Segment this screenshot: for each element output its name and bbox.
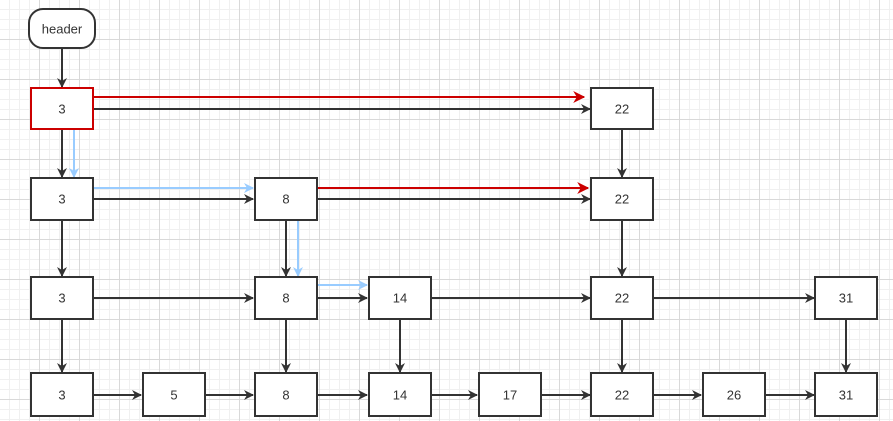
header-node[interactable]: header (28, 8, 96, 49)
node-label: 14 (393, 291, 407, 306)
node-l2-14[interactable]: 14 (368, 276, 432, 320)
node-l1-14[interactable]: 14 (368, 372, 432, 417)
node-l2-8[interactable]: 8 (254, 276, 318, 320)
node-label: 8 (282, 291, 289, 306)
node-label: 22 (615, 388, 629, 403)
node-label: 22 (615, 291, 629, 306)
node-label: 14 (393, 388, 407, 403)
node-label: 22 (615, 192, 629, 207)
node-label: 3 (58, 192, 65, 207)
node-label: 8 (282, 388, 289, 403)
node-l2-3[interactable]: 3 (30, 276, 94, 320)
node-label: 3 (58, 388, 65, 403)
node-label: 3 (58, 102, 65, 117)
node-label: 31 (839, 388, 853, 403)
node-l1-8[interactable]: 8 (254, 372, 318, 417)
node-label: 26 (727, 388, 741, 403)
node-l3-3[interactable]: 3 (30, 177, 94, 221)
node-l3-8[interactable]: 8 (254, 177, 318, 221)
node-l1-17[interactable]: 17 (478, 372, 542, 417)
node-l2-31[interactable]: 31 (814, 276, 878, 320)
node-label: 22 (615, 102, 629, 117)
node-l3-22[interactable]: 22 (590, 177, 654, 221)
node-l1-26[interactable]: 26 (702, 372, 766, 417)
header-label: header (42, 22, 83, 37)
node-label: 5 (170, 388, 177, 403)
node-l4-22[interactable]: 22 (590, 87, 654, 130)
node-l1-31[interactable]: 31 (814, 372, 878, 417)
node-label: 8 (282, 192, 289, 207)
node-label: 3 (58, 291, 65, 306)
node-l2-22[interactable]: 22 (590, 276, 654, 320)
node-label: 17 (503, 388, 517, 403)
node-label: 31 (839, 291, 853, 306)
node-l1-3[interactable]: 3 (30, 372, 94, 417)
node-l4-3[interactable]: 3 (30, 87, 94, 130)
node-l1-5[interactable]: 5 (142, 372, 206, 417)
node-l1-22[interactable]: 22 (590, 372, 654, 417)
